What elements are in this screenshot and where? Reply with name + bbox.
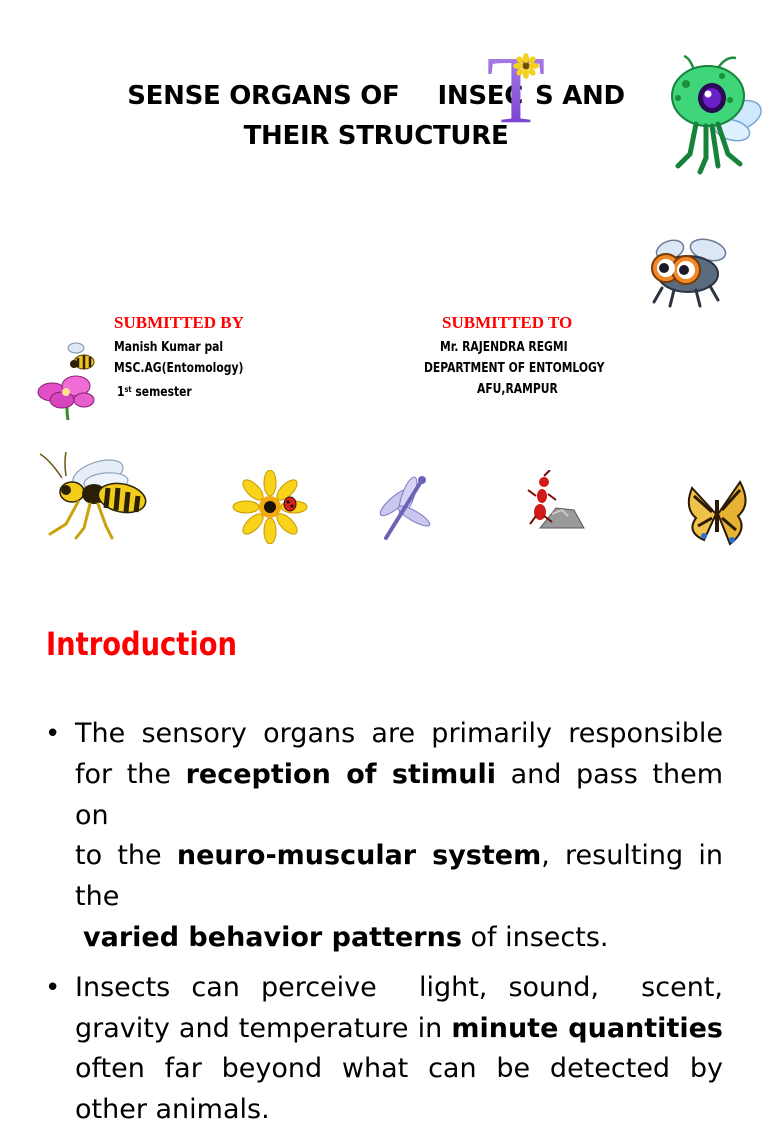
title-part-3: S AND bbox=[535, 81, 625, 111]
submitted-to-department: DEPARTMENT OF ENTOMLOGY bbox=[424, 361, 605, 376]
cartoon-fly-icon bbox=[651, 238, 727, 308]
title-letter-t: T bbox=[487, 46, 546, 128]
title-line-1: SENSE ORGANS OF INSEC S AND bbox=[0, 76, 760, 116]
bullet-2-line-2: gravity and temperature in minute quanti… bbox=[75, 1012, 723, 1044]
bullet-2-line-4: other animals. bbox=[75, 1094, 270, 1126]
submitted-by-course: MSC.AG(Entomology) bbox=[114, 361, 244, 376]
bullet-2-line-1: Insects can perceive light, sound, scent… bbox=[75, 971, 723, 1003]
bee-on-flower-icon bbox=[37, 342, 95, 420]
bullet-1-line-3: to the neuro-muscular system, resulting … bbox=[75, 840, 724, 913]
bullet-item-1: • The sensory organs are primarily respo… bbox=[45, 714, 723, 959]
title-part-2: INSEC bbox=[437, 81, 524, 111]
bullet-item-2: • Insects can perceive light, sound, sce… bbox=[45, 968, 723, 1131]
butterfly-icon bbox=[687, 480, 747, 546]
submitted-by-name: Manish Kumar pal bbox=[114, 340, 224, 355]
title-line-2: THEIR STRUCTURE bbox=[243, 121, 509, 151]
title-letter-t-icon: T bbox=[487, 46, 546, 128]
bullet-1-line-2: for the reception of stimuli and pass th… bbox=[75, 758, 723, 831]
bullet-1-line-4: varied behavior patterns of insects. bbox=[83, 921, 609, 953]
wasp-icon bbox=[39, 452, 147, 540]
submitted-by-semester: 1st semester bbox=[117, 385, 192, 400]
title-part-1: SENSE ORGANS OF bbox=[127, 81, 400, 111]
submitted-to-place: AFU,RAMPUR bbox=[477, 382, 558, 397]
submitted-to-heading: SUBMITTED TO bbox=[442, 313, 573, 332]
dragonfly-icon bbox=[379, 476, 431, 540]
bullet-1-line-1: The sensory organs are primarily respons… bbox=[75, 718, 723, 749]
bullet-dot-icon: • bbox=[45, 972, 61, 1003]
bullet-2-line-3: often far beyond what can be detected by bbox=[75, 1053, 723, 1085]
ant-on-rock-icon bbox=[527, 470, 585, 529]
cartoon-bug-icon bbox=[671, 54, 762, 175]
sunflower-ladybug-icon bbox=[232, 470, 308, 544]
submitted-by-heading: SUBMITTED BY bbox=[114, 313, 244, 332]
bullet-list: • The sensory organs are primarily respo… bbox=[45, 714, 723, 1140]
submitted-to-name: Mr. RAJENDRA REGMI bbox=[440, 340, 568, 355]
introduction-heading: Introduction bbox=[46, 625, 237, 663]
bullet-dot-icon: • bbox=[45, 719, 61, 749]
